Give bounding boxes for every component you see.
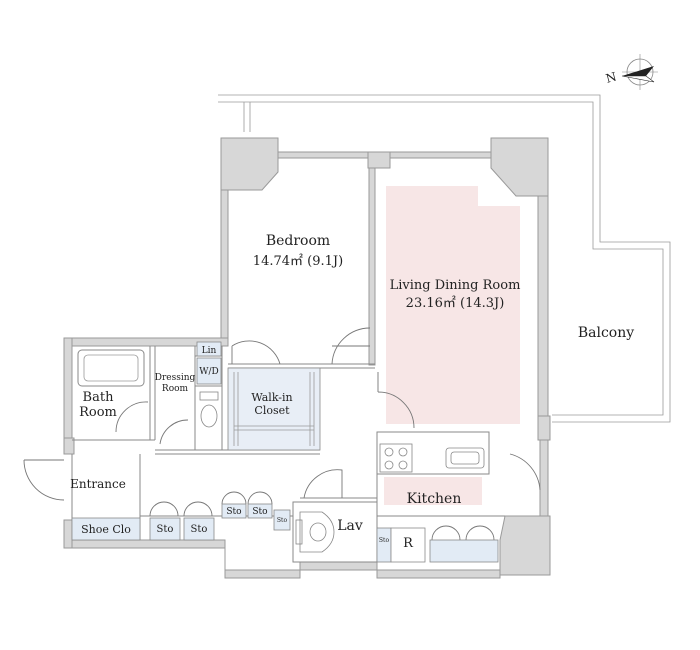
bath-name-2: Room [79,405,117,420]
kitchen-appliances [379,443,485,473]
wd-label: W/D [199,367,219,377]
fridge-label: R [403,536,414,551]
balcony-outline [218,94,671,423]
sto-label-2: Sto [191,524,208,535]
living-room-highlight [386,186,520,424]
bathtub [77,349,145,387]
sto-label-6: Sto [379,537,390,544]
lin-label: Lin [202,346,217,356]
bath-name-1: Bath [83,390,115,405]
dressing-name-1: Dressing [155,373,196,383]
storage-units [71,341,499,563]
kitchen-name: Kitchen [407,491,462,507]
lav-basin [295,511,335,553]
interior-lines [71,346,505,563]
living-area: 23.16㎡ (14.3J) [406,296,505,311]
walk-in-closet-area [227,367,321,451]
outer-walls [63,137,551,579]
toilet-dressing [199,391,219,428]
entrance-name: Entrance [70,477,126,491]
walkin-name-1: Walk-in [251,391,292,404]
door-swings [23,327,541,541]
shoe-closet-label: Shoe Clo [81,523,131,536]
lav-name: Lav [337,518,363,534]
sto-label-3: Sto [226,507,241,517]
sto-label-5: Sto [277,517,288,524]
walkin-name-2: Closet [254,404,290,417]
bedroom-name: Bedroom [266,233,330,249]
balcony-name: Balcony [578,325,634,341]
sto-label-4: Sto [252,507,267,517]
kitchen-highlight [384,477,482,505]
bedroom-area: 14.74㎡ (9.1J) [253,254,343,269]
living-name: Living Dining Room [390,278,521,293]
compass-north-label: N [604,70,618,86]
sto-label-1: Sto [157,524,174,535]
dressing-name-2: Room [162,384,189,394]
compass-icon [621,54,658,90]
